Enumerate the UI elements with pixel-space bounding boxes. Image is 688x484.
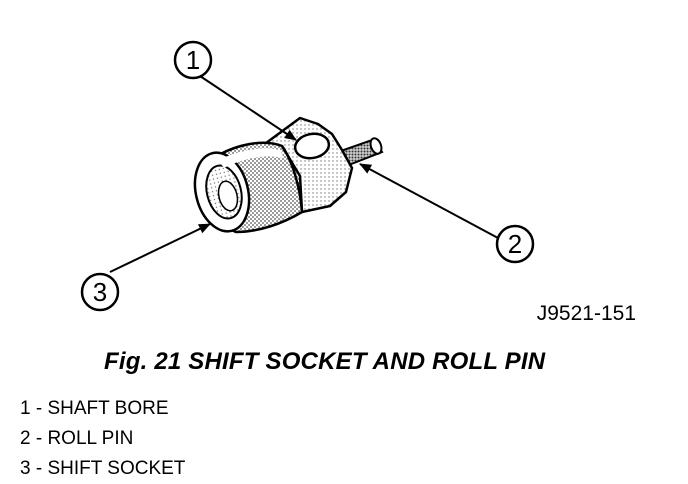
callout-2-number: 2	[508, 229, 522, 259]
shift-socket-illustration: 1 2 3 J9521-151	[80, 40, 636, 325]
callout-1: 1	[173, 40, 213, 80]
callout-3: 3	[80, 272, 120, 312]
legend-item-roll-pin: 2 - ROLL PIN	[20, 428, 134, 449]
parts-legend: 1 - SHAFT BORE 2 - ROLL PIN 3 - SHIFT SO…	[20, 394, 185, 484]
legend-item-shaft-bore: 1 - SHAFT BORE	[20, 398, 169, 419]
figure-id-label: J9521-151	[537, 302, 636, 325]
shaft-bore-hole	[293, 132, 331, 160]
shift-socket-part	[193, 116, 354, 234]
callout-1-number: 1	[186, 45, 200, 75]
leader-line-3	[109, 223, 211, 273]
callout-2: 2	[495, 224, 535, 264]
legend-item-shift-socket: 3 - SHIFT SOCKET	[20, 458, 186, 479]
leader-line-1	[199, 75, 297, 141]
callout-3-number: 3	[93, 277, 107, 307]
figure-caption: Fig. 21 SHIFT SOCKET AND ROLL PIN	[104, 348, 546, 375]
leader-line-2	[359, 163, 499, 239]
